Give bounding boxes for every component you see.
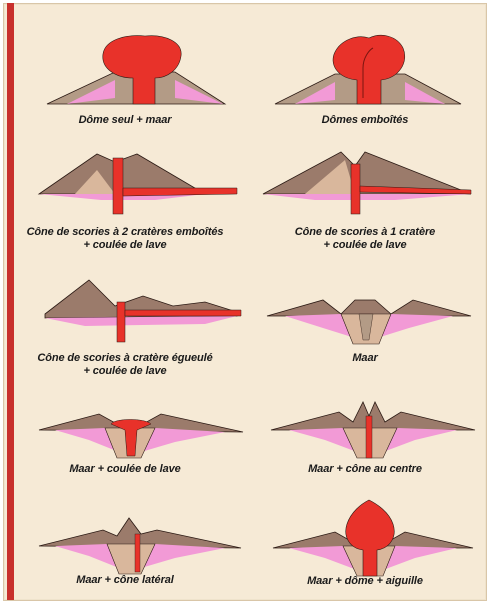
domes-emboites-diagram [245,28,485,110]
maar-cone-lateral-diagram [5,508,245,578]
caption-cone-2-crateres-l2: + coulée de lave [5,239,245,252]
cone-2-crateres-diagram [5,140,245,220]
panel-cone-2-crateres [5,140,245,220]
panel-domes-emboites [245,28,485,110]
panel-maar-coulee [5,394,245,464]
panel-maar-cone-centre [245,394,485,464]
maar-dome-aiguille-diagram [245,496,485,580]
maar-coulee-diagram [5,394,245,464]
panel-maar-cone-lateral [5,508,245,578]
caption-dome-seul: Dôme seul + maar [5,114,245,127]
caption-cone-egueule-l2: + coulée de lave [5,365,245,378]
caption-maar-cone-lateral: Maar + cône latéral [5,574,245,587]
cone-egueule-diagram [5,266,245,346]
maar-diagram [245,280,485,350]
caption-cone-2-crateres-l1: Cône de scories à 2 cratères emboîtés [5,226,245,239]
panel-maar-dome-aiguille [245,496,485,580]
caption-domes-emboites: Dômes emboîtés [245,114,485,127]
cone-1-cratere-diagram [245,140,485,220]
caption-maar-cone-centre: Maar + cône au centre [245,463,485,476]
caption-cone-1-cratere-l1: Cône de scories à 1 cratère [245,226,485,239]
caption-cone-1-cratere-l2: + coulée de lave [245,239,485,252]
caption-maar-dome-aiguille: Maar + dôme + aiguille [245,575,485,588]
panel-cone-egueule [5,266,245,346]
caption-maar: Maar [245,352,485,365]
panel-cone-1-cratere [245,140,485,220]
panel-maar [245,280,485,350]
caption-maar-coulee: Maar + coulée de lave [5,463,245,476]
maar-cone-centre-diagram [245,394,485,464]
caption-cone-egueule-l1: Cône de scories à cratère égueulé [5,352,245,365]
dome-seul-diagram [5,28,245,110]
panel-dome-seul [5,28,245,110]
